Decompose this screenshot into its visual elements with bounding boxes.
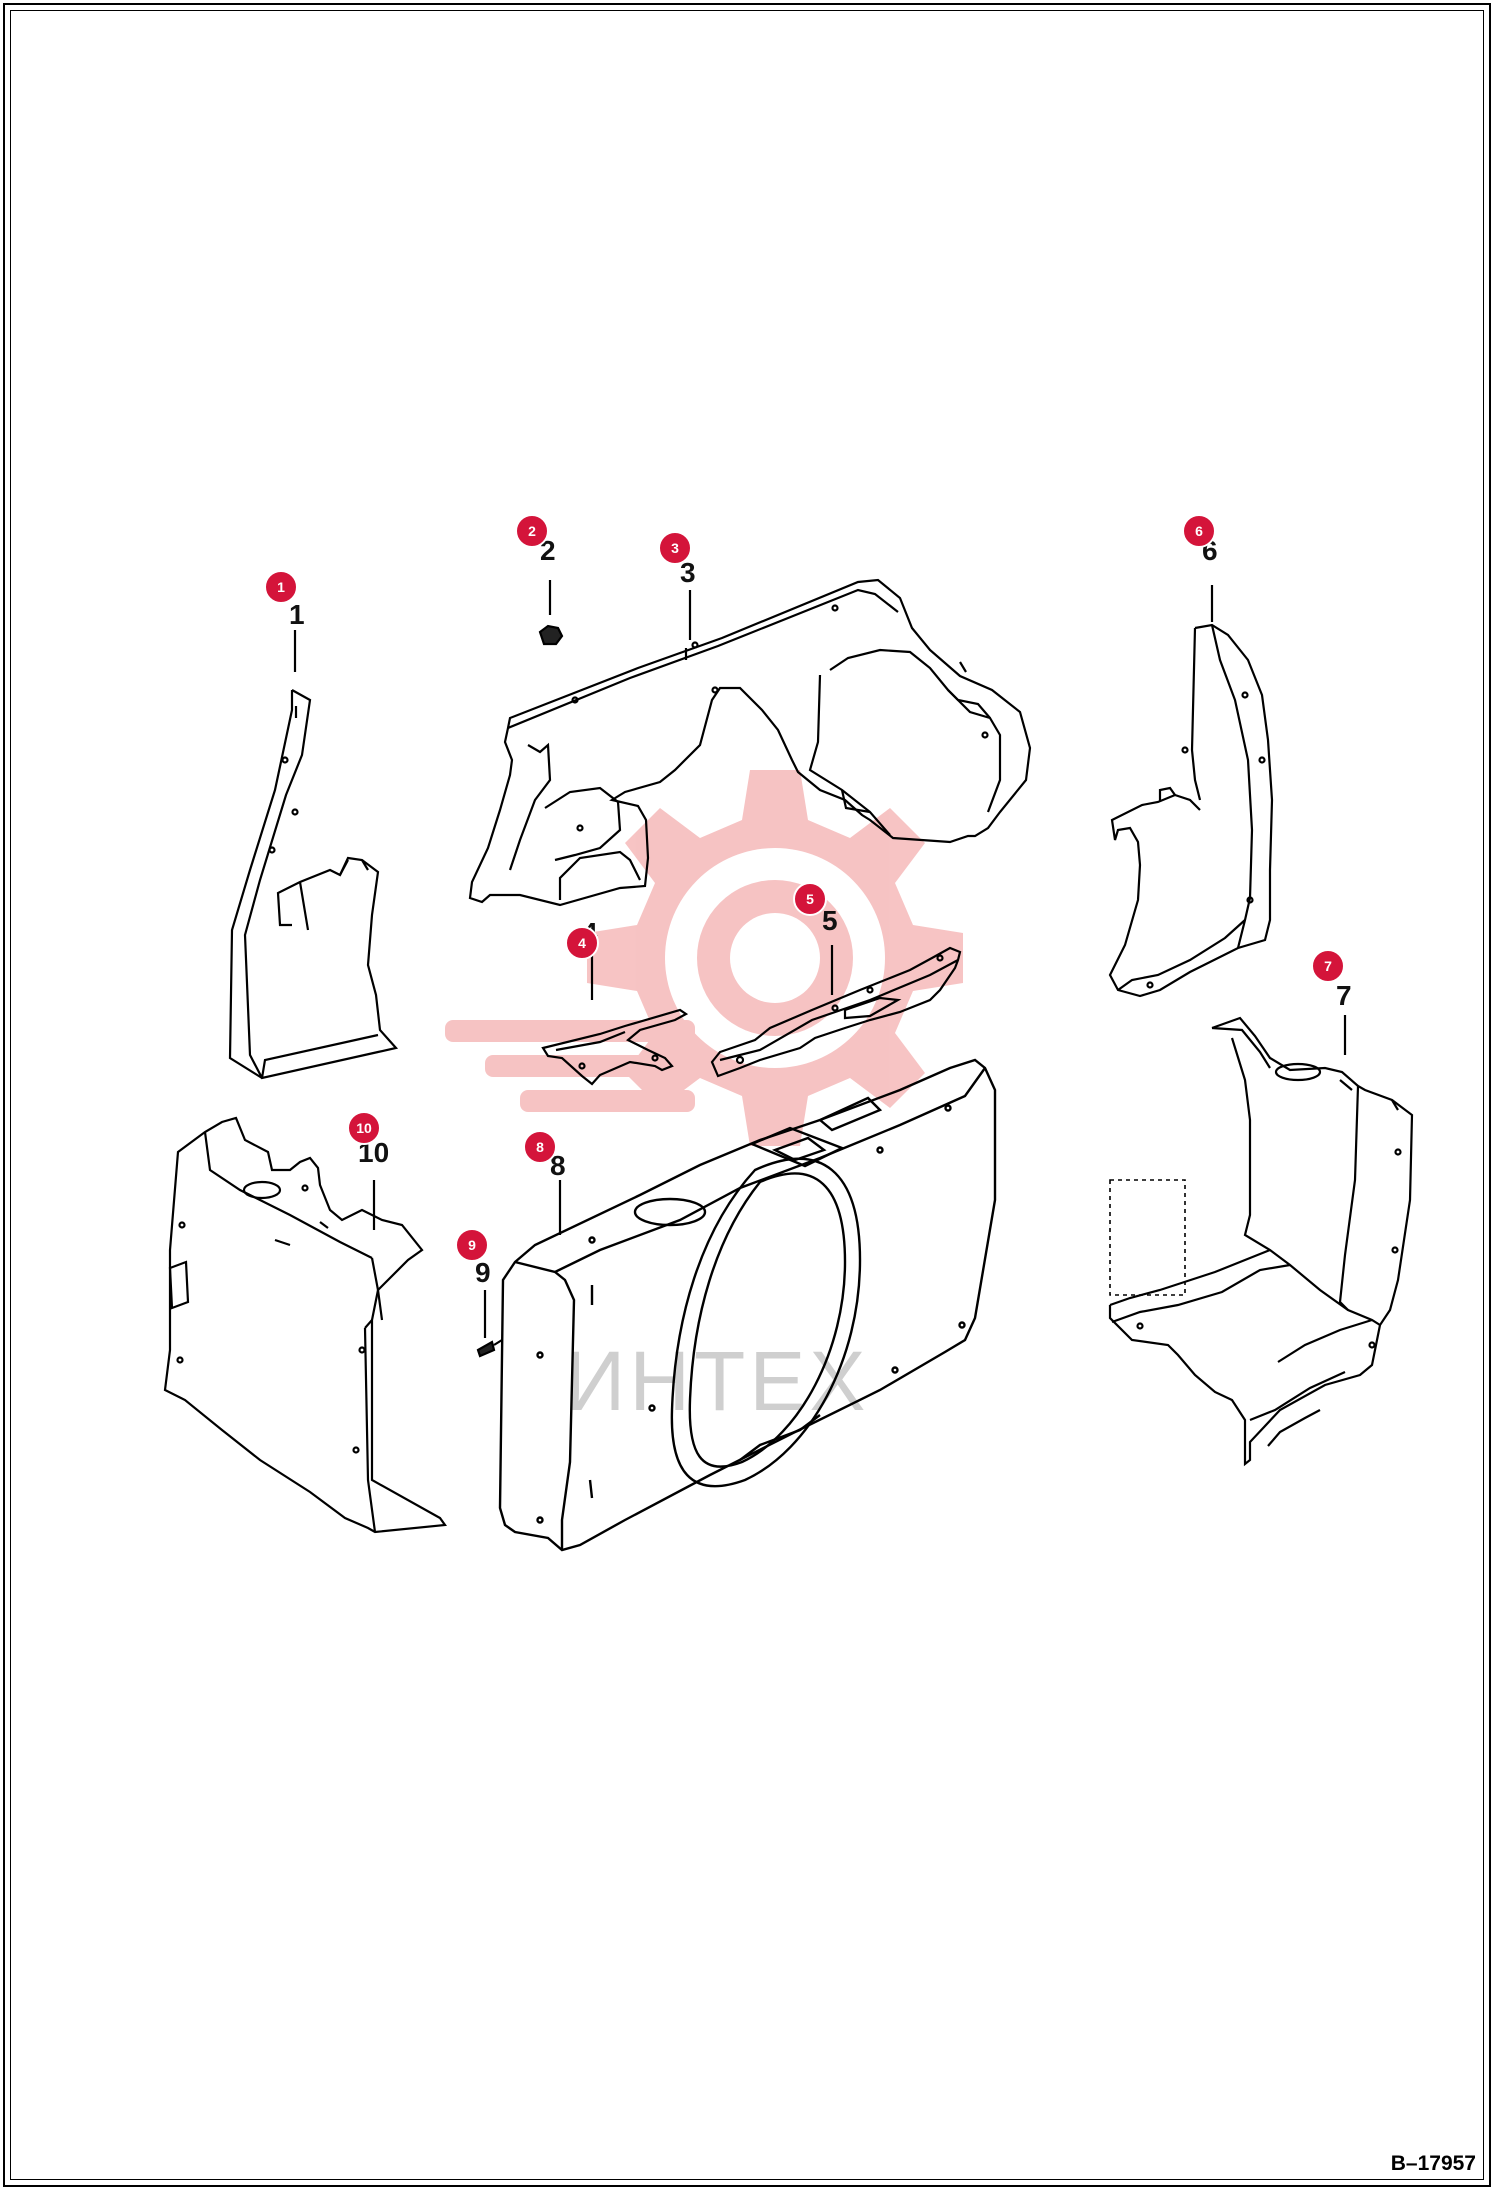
part-1-drawing: [228, 689, 399, 1080]
part-9-drawing: [476, 1339, 503, 1358]
svg-text:1: 1: [277, 579, 285, 595]
part-4-drawing: [541, 1008, 689, 1086]
svg-text:7: 7: [1324, 958, 1332, 974]
part-number-5: 5: [822, 905, 838, 936]
leader-lines: [293, 580, 1347, 1338]
outer-frame: [3, 3, 1491, 2187]
part-10-drawing: [163, 1116, 447, 1534]
part-8-drawing: [498, 1058, 997, 1552]
part-number-7: 7: [1336, 980, 1352, 1011]
part-number-3: 3: [680, 557, 696, 588]
svg-text:10: 10: [356, 1120, 372, 1136]
svg-text:5: 5: [806, 891, 814, 907]
svg-text:9: 9: [468, 1237, 476, 1253]
callout-10[interactable]: 10: [347, 1111, 381, 1145]
callout-8[interactable]: 8: [523, 1130, 557, 1164]
inner-frame: [10, 10, 1484, 2180]
part-3-drawing: [468, 578, 1032, 907]
callout-5[interactable]: 5: [793, 882, 827, 916]
part-5-drawing: [710, 946, 962, 1078]
drawing-id: B–17957: [1390, 2152, 1476, 2175]
callout-4[interactable]: 4: [565, 926, 599, 960]
svg-text:8: 8: [536, 1139, 544, 1155]
callout-7[interactable]: 7: [1311, 949, 1345, 983]
svg-text:4: 4: [578, 935, 586, 951]
watermark-gear-icon: [445, 770, 963, 1146]
callout-6[interactable]: 6: [1182, 514, 1216, 548]
svg-text:3: 3: [671, 540, 679, 556]
callout-9[interactable]: 9: [455, 1228, 489, 1262]
part-number-9: 9: [475, 1257, 491, 1288]
part-number-8: 8: [550, 1150, 566, 1181]
svg-text:6: 6: [1195, 523, 1203, 539]
callout-2[interactable]: 2: [515, 514, 549, 548]
part-number-1: 1: [289, 599, 305, 630]
watermark-text: ИНТЕХ: [565, 1334, 869, 1428]
part-6-drawing: [1108, 623, 1274, 998]
callout-3[interactable]: 3: [658, 531, 692, 565]
callout-1[interactable]: 1: [264, 570, 298, 604]
part-2-drawing: [538, 624, 564, 646]
part-7-drawing: [1108, 1016, 1414, 1467]
svg-text:2: 2: [528, 523, 536, 539]
